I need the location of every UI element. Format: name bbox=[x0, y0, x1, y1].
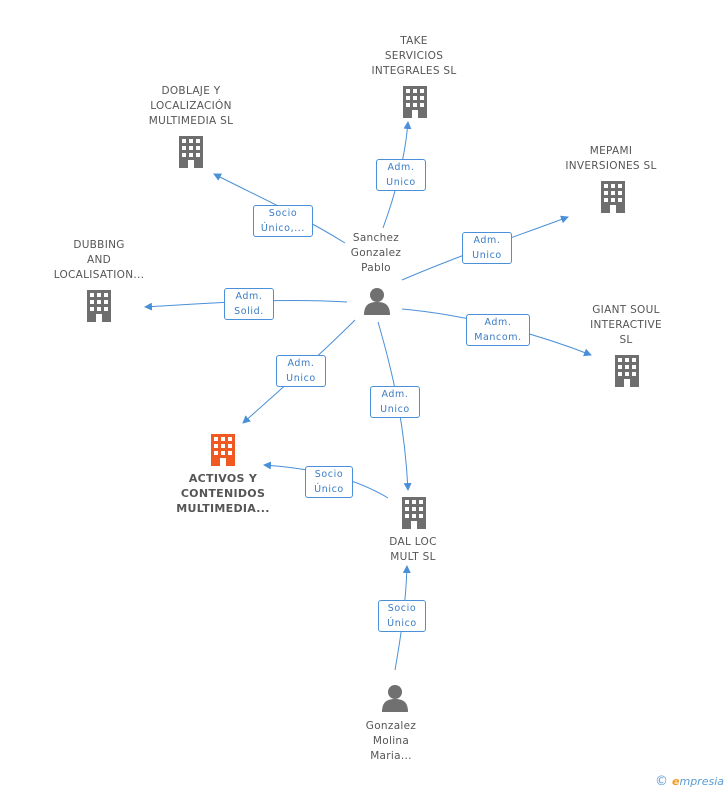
company-label-take[interactable]: TAKE SERVICIOS INTEGRALES SL bbox=[371, 35, 457, 77]
edges bbox=[144, 121, 592, 671]
relation-badge-dal-activos[interactable]: Socio Único bbox=[305, 466, 353, 498]
company-label-giant[interactable]: GIANT SOUL INTERACTIVE SL bbox=[590, 304, 662, 346]
company-label-doblaje[interactable]: DOBLAJE Y LOCALIZACIÓN MULTIMEDIA SL bbox=[148, 85, 234, 127]
person-label-sanchez[interactable]: Sanchez Gonzalez Pablo bbox=[350, 232, 402, 274]
brand-logo-text: mpresia bbox=[679, 775, 724, 788]
building-icon-doblaje[interactable] bbox=[179, 136, 203, 168]
brand-logo-e: e bbox=[672, 775, 680, 788]
relation-badge-giant[interactable]: Adm. Mancom. bbox=[466, 314, 530, 346]
relation-badge-dubbing[interactable]: Adm. Solid. bbox=[224, 288, 274, 320]
relation-badge-take[interactable]: Adm. Unico bbox=[376, 159, 426, 191]
company-label-dal[interactable]: DAL LOC MULT SL bbox=[389, 536, 437, 563]
building-icon-take[interactable] bbox=[403, 86, 427, 118]
person-icon-sanchez[interactable] bbox=[364, 288, 390, 315]
relation-badge-gonzalez-dal[interactable]: Socio Único bbox=[378, 600, 426, 632]
relation-badge-doblaje[interactable]: Socio Único,... bbox=[253, 205, 313, 237]
company-label-dubbing[interactable]: DUBBING AND LOCALISATION... bbox=[53, 239, 145, 281]
building-icon-mepami[interactable] bbox=[601, 181, 625, 213]
relation-badge-dal[interactable]: Adm. Unico bbox=[370, 386, 420, 418]
building-icon-giant[interactable] bbox=[615, 355, 639, 387]
building-icon-dal[interactable] bbox=[402, 497, 426, 529]
brand-footer[interactable]: ©empresia bbox=[655, 774, 724, 789]
relation-badge-activos[interactable]: Adm. Unico bbox=[276, 355, 326, 387]
building-icon-activos[interactable] bbox=[211, 434, 235, 466]
relation-badge-mepami[interactable]: Adm. Unico bbox=[462, 232, 512, 264]
company-label-activos[interactable]: ACTIVOS Y CONTENIDOS MULTIMEDIA... bbox=[176, 472, 270, 515]
person-label-gonzalez[interactable]: Gonzalez Molina Maria... bbox=[365, 720, 417, 762]
building-icon-dubbing[interactable] bbox=[87, 290, 111, 322]
person-icon-gonzalez[interactable] bbox=[382, 685, 408, 712]
copyright-icon: © bbox=[655, 774, 669, 789]
company-label-mepami[interactable]: MEPAMI INVERSIONES SL bbox=[565, 145, 657, 172]
